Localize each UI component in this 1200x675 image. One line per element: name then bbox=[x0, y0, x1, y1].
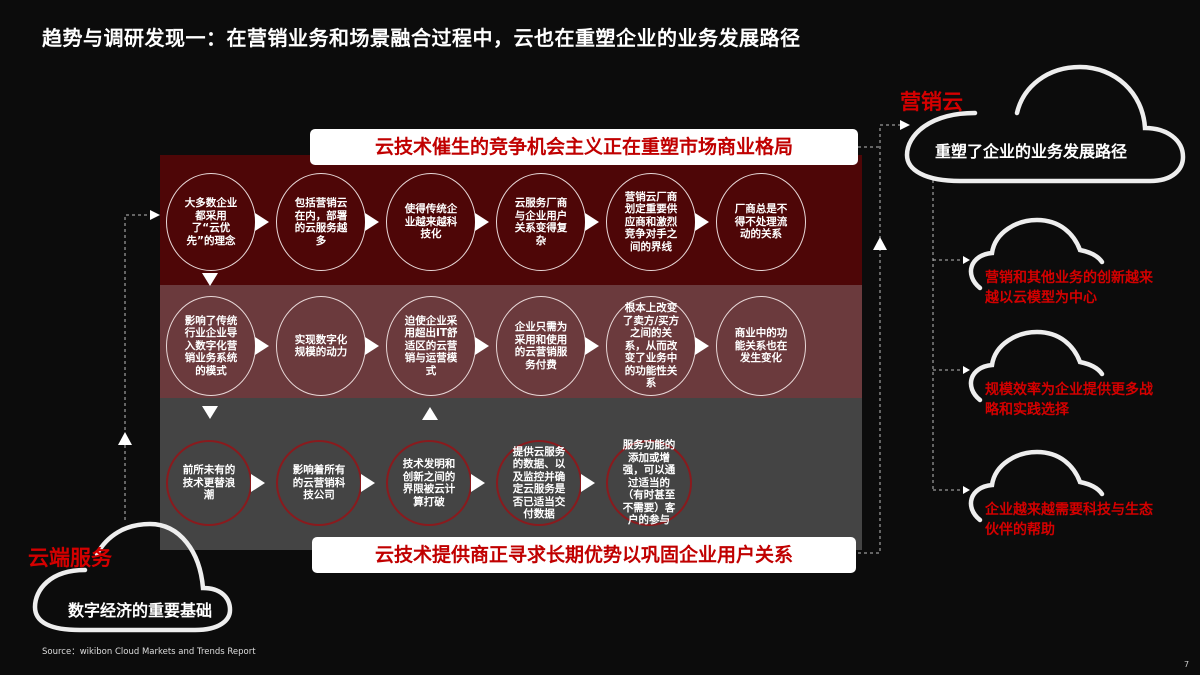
arrow-right-icon bbox=[365, 213, 379, 231]
arrow-up-icon bbox=[118, 432, 132, 445]
marketing-cloud-label: 营销云 bbox=[900, 90, 963, 114]
page-number: 7 bbox=[1184, 660, 1190, 669]
flow-step-text: 商业中的功能关系也在发生变化 bbox=[734, 327, 788, 365]
flow-step-circle: 大多数企业都采用了“云优先”的理念 bbox=[166, 173, 256, 271]
flow-step-circle: 根本上改变了卖方/买方之间的关系，从而改变了业务中的功能性关系 bbox=[606, 296, 696, 396]
arrow-right-icon bbox=[475, 213, 489, 231]
edge-cloud-shape bbox=[32, 521, 233, 633]
arrow-right-icon bbox=[365, 337, 379, 355]
arrow-right-icon bbox=[471, 474, 485, 492]
arrow-up-icon bbox=[873, 237, 887, 250]
arrow-right-icon bbox=[475, 337, 489, 355]
arrow-up-icon bbox=[422, 407, 438, 420]
flow-step-text: 前所未有的技术更替浪潮 bbox=[182, 464, 236, 502]
flow-step-text: 营销云厂商划定重要供应商和激烈竞争对手之间的界线 bbox=[624, 190, 678, 253]
left-connector bbox=[124, 214, 150, 520]
flow-step-text: 包括营销云在内，部署的云服务越多 bbox=[294, 197, 348, 247]
marketing-point-3: 企业越来越需要科技与生态伙伴的帮助 bbox=[985, 502, 1153, 538]
cloud-shape bbox=[968, 329, 1105, 403]
arrow-down-icon bbox=[202, 273, 218, 286]
arrow-right-icon bbox=[695, 213, 709, 231]
flow-step-circle: 包括营销云在内，部署的云服务越多 bbox=[276, 173, 366, 271]
flow-step-text: 影响着所有的云营销科技公司 bbox=[292, 464, 346, 502]
edge-cloud-label: 云端服务 bbox=[28, 546, 112, 570]
arrow-right-icon bbox=[255, 213, 269, 231]
flow-step-circle: 影响着所有的云营销科技公司 bbox=[276, 440, 362, 526]
flow-step-text: 迫使企业采用超出IT舒适区的云营销与运营模式 bbox=[404, 314, 458, 377]
source-note: Source：wikibon Cloud Markets and Trends … bbox=[42, 647, 256, 657]
arrow-down-icon bbox=[202, 406, 218, 419]
right-connector bbox=[858, 124, 900, 554]
flow-step-text: 根本上改变了卖方/买方之间的关系，从而改变了业务中的功能性关系 bbox=[622, 302, 680, 390]
arrow-right-icon bbox=[695, 337, 709, 355]
marketing-cloud-text: 重塑了企业的业务发展路径 bbox=[935, 142, 1128, 161]
flow-step-circle: 技术发明和创新之间的界限被云计算打破 bbox=[386, 440, 472, 526]
flow-step-text: 提供云服务的数据、以及监控并确定云服务是否已适当交付数据 bbox=[512, 445, 566, 521]
flow-step-text: 企业只需为采用和使用的云营销服务付费 bbox=[514, 321, 568, 371]
edge-cloud-text: 数字经济的重要基础 bbox=[68, 601, 213, 620]
flow-step-text: 大多数企业都采用了“云优先”的理念 bbox=[184, 197, 238, 247]
cloud-shape bbox=[968, 449, 1105, 523]
banner-bottom: 云技术提供商正寻求长期优势以巩固企业用户关系 bbox=[312, 537, 856, 573]
arrow-right-icon bbox=[150, 210, 160, 220]
flow-step-circle: 使得传统企业越来越科技化 bbox=[386, 173, 476, 271]
flow-step-circle: 商业中的功能关系也在发生变化 bbox=[716, 296, 806, 396]
arrow-right-icon bbox=[361, 474, 375, 492]
flow-step-text: 影响了传统行业企业导入数字化营销业务系统的模式 bbox=[184, 314, 238, 377]
arrow-right-icon bbox=[255, 337, 269, 355]
flow-step-circle: 实现数字化规模的动力 bbox=[276, 296, 366, 396]
arrow-right-icon bbox=[251, 474, 265, 492]
flow-step-text: 厂商总是不得不处理流动的关系 bbox=[734, 203, 788, 241]
flow-step-circle: 影响了传统行业企业导入数字化营销业务系统的模式 bbox=[166, 296, 256, 396]
marketing-point-1: 营销和其他业务的创新越来越以云模型为中心 bbox=[985, 270, 1153, 306]
flow-step-circle: 前所未有的技术更替浪潮 bbox=[166, 440, 252, 526]
arrow-right-icon bbox=[900, 120, 910, 130]
cloud-shape bbox=[968, 217, 1105, 291]
banner-top: 云技术催生的竞争机会主义正在重塑市场商业格局 bbox=[310, 129, 858, 165]
flow-step-text: 云服务厂商与企业用户关系变得复杂 bbox=[514, 197, 568, 247]
arrow-right-icon bbox=[585, 213, 599, 231]
flow-step-text: 实现数字化规模的动力 bbox=[294, 333, 348, 359]
arrow-right-icon bbox=[585, 337, 599, 355]
flow-step-text: 服务功能的添加或增强，可以通过适当的（有时甚至不需要）客户的参与 bbox=[622, 439, 676, 527]
flow-step-circle: 服务功能的添加或增强，可以通过适当的（有时甚至不需要）客户的参与 bbox=[606, 439, 692, 527]
marketing-point-2: 规模效率为企业提供更多战略和实践选择 bbox=[985, 382, 1153, 418]
flow-step-text: 技术发明和创新之间的界限被云计算打破 bbox=[402, 458, 456, 508]
flow-step-circle: 营销云厂商划定重要供应商和激烈竞争对手之间的界线 bbox=[606, 173, 696, 271]
flow-step-text: 使得传统企业越来越科技化 bbox=[404, 203, 458, 241]
flow-step-circle: 云服务厂商与企业用户关系变得复杂 bbox=[496, 173, 586, 271]
flow-step-circle: 迫使企业采用超出IT舒适区的云营销与运营模式 bbox=[386, 296, 476, 396]
flow-step-circle: 提供云服务的数据、以及监控并确定云服务是否已适当交付数据 bbox=[496, 440, 582, 526]
marketing-cloud-shape bbox=[904, 64, 1186, 184]
flow-step-circle: 厂商总是不得不处理流动的关系 bbox=[716, 173, 806, 271]
flow-step-circle: 企业只需为采用和使用的云营销服务付费 bbox=[496, 296, 586, 396]
arrow-right-icon bbox=[581, 474, 595, 492]
page-title: 趋势与调研发现一：在营销业务和场景融合过程中，云也在重塑企业的业务发展路径 bbox=[42, 26, 801, 50]
